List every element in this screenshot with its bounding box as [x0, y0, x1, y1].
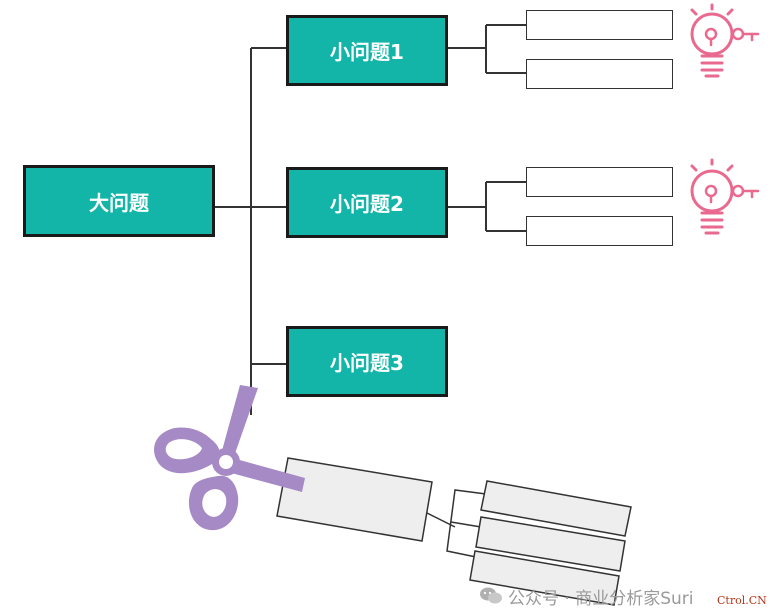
child-node-3: 小问题3 [286, 326, 448, 397]
child-node-2: 小问题2 [286, 167, 448, 238]
lightbulb-key-icon [690, 158, 760, 235]
watermark-text: 公众号 · 商业分析家Suri [508, 589, 694, 609]
leaf-box [526, 10, 673, 40]
tree-connectors [215, 24, 526, 415]
cut-node-box [276, 457, 433, 542]
child-node-label: 小问题2 [330, 192, 404, 216]
leaf-box [526, 216, 673, 246]
scissors-icon [154, 385, 305, 531]
child-node-1: 小问题1 [286, 15, 448, 86]
cut-leaf-box [475, 516, 626, 572]
corner-mark: Ctrol.CN [717, 594, 767, 607]
root-node: 大问题 [23, 165, 215, 237]
child-node-label: 小问题1 [330, 40, 404, 64]
lightbulb-key-icon [690, 3, 760, 78]
cut-leaf-box [469, 550, 620, 606]
cut-leaf-box [480, 480, 632, 537]
root-node-label: 大问题 [89, 190, 149, 215]
wechat-icon [480, 587, 502, 604]
leaf-box [526, 167, 673, 197]
child-node-label: 小问题3 [330, 351, 404, 375]
leaf-box [526, 59, 673, 89]
cut-branch [276, 457, 632, 606]
